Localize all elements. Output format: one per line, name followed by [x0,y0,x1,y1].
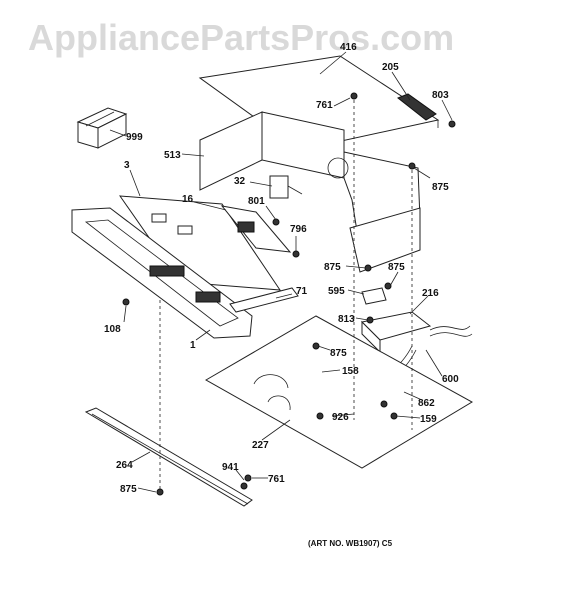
front-control-panel [71,207,253,339]
callout-205: 205 [382,62,399,73]
callout-159: 159 [420,414,437,425]
callout-16: 16 [182,194,194,205]
callout-labels: 416 205 803 761 999 513 3 32 875 16 801 … [104,42,459,495]
callout-801: 801 [248,196,265,207]
callout-32: 32 [234,176,246,187]
callout-158: 158 [342,366,359,377]
callout-875-mid-left: 875 [324,262,341,273]
callout-875-lower: 875 [120,484,137,495]
callout-796: 796 [290,224,307,235]
callout-600: 600 [442,374,459,385]
base-plate [204,315,474,469]
callout-108: 108 [104,324,121,335]
bracket [361,287,387,305]
vent-grille [397,93,437,121]
callout-875-center: 875 [330,348,347,359]
callout-813: 813 [338,314,355,325]
bottom-rail [84,407,253,507]
art-number-label: (ART NO. WB1907) C5 [308,539,393,548]
callout-71: 71 [296,286,308,297]
callout-1: 1 [190,340,196,351]
callout-761: 761 [316,100,333,111]
callout-999: 999 [126,132,143,143]
callout-941: 941 [222,462,239,473]
callout-3: 3 [124,160,130,171]
switch-assembly [269,175,303,199]
callout-416: 416 [340,42,357,53]
trim-strip [229,287,299,313]
callout-875-upper: 875 [432,182,449,193]
callout-803: 803 [432,90,449,101]
leader-lines [109,51,453,493]
screw-fasteners [122,92,456,496]
callout-761-lower: 761 [268,474,285,485]
terminal-block [360,311,432,354]
callout-875-mid-right: 875 [388,262,405,273]
callout-926: 926 [332,412,349,423]
callout-216: 216 [422,288,439,299]
right-side-panel [349,207,421,273]
alignment-lines [159,100,413,490]
callout-227: 227 [252,440,269,451]
callout-862: 862 [418,398,435,409]
callout-264: 264 [116,460,133,471]
callout-513: 513 [164,150,181,161]
callout-595: 595 [328,286,345,297]
electronic-control-board [220,205,292,253]
package-box [76,107,128,149]
watermark-text: AppliancePartsPros.com [28,17,454,58]
